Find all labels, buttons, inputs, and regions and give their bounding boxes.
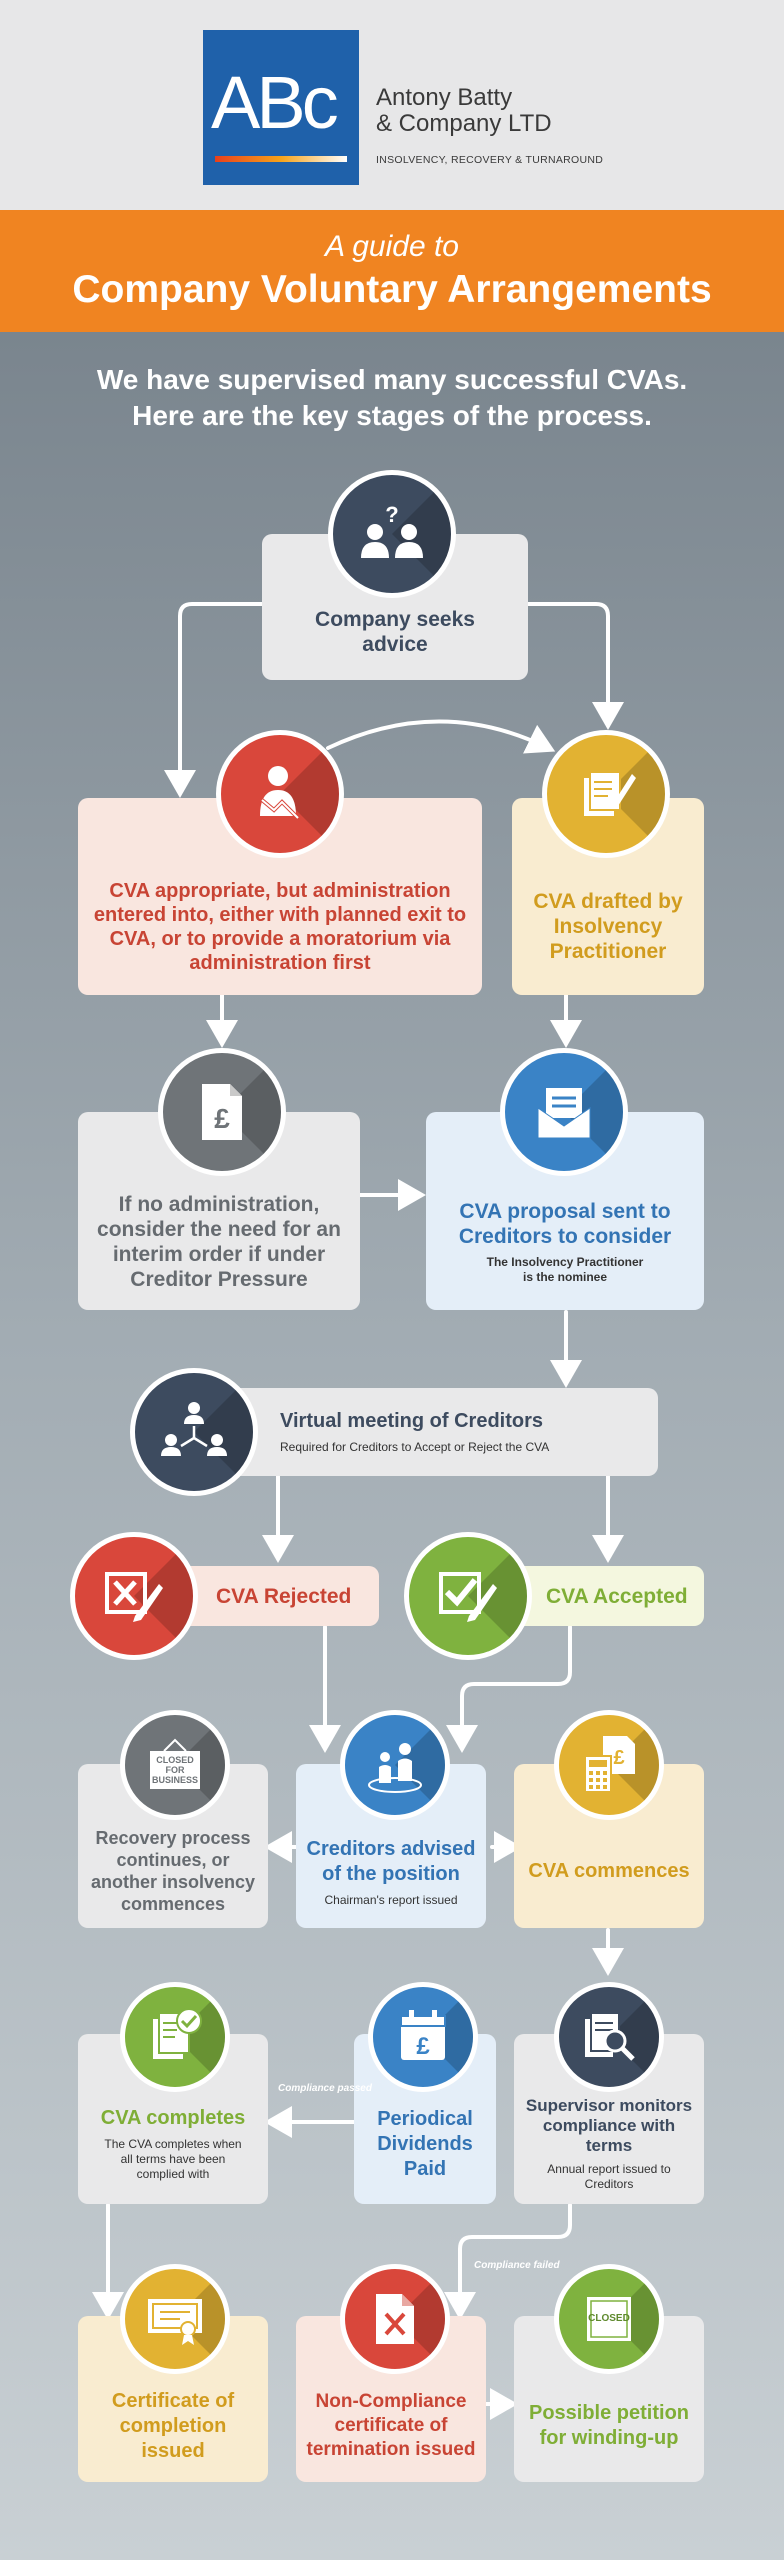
pound-document-icon: £: [158, 1048, 286, 1176]
certificate-icon: [120, 2264, 230, 2374]
stage-certificate-label: Certificate of completion issued: [111, 2389, 235, 2462]
stage-commences: CVA commences: [514, 1764, 704, 1928]
logo-text: ABc: [211, 61, 339, 144]
svg-text:?: ?: [385, 502, 398, 527]
documents-magnifier-icon: [554, 1982, 664, 2092]
svg-text:£: £: [214, 1103, 230, 1134]
stage-interim-order: If no administration, consider the need …: [78, 1112, 360, 1310]
stage-supervisor-label: Supervisor monitors compliance with term…: [525, 2096, 693, 2155]
company-subtitle: INSOLVENCY, RECOVERY & TURNAROUND: [376, 154, 604, 166]
banner-subtitle: A guide to: [325, 230, 459, 263]
stage-proposal-sent-sub: The Insolvency Practitioner is the nomin…: [486, 1255, 644, 1284]
documents-pen-icon: [542, 730, 670, 858]
document-check-icon: [120, 1982, 230, 2092]
title-banner: A guide to Company Voluntary Arrangement…: [0, 210, 784, 332]
intro-line-1: We have supervised many successful CVAs.: [96, 364, 688, 395]
stage-accepted-label: CVA Accepted: [546, 1584, 688, 1608]
stage-dividends-label: Periodical Dividends Paid: [377, 2107, 473, 2180]
closed-stamp-text: CLOSED: [588, 2313, 630, 2324]
stage-recovery-label: Recovery process continues, or another i…: [90, 1828, 256, 1914]
closed-sign-text: CLOSED FOR BUSINESS: [151, 1755, 198, 1785]
stage-petition-label: Possible petition for winding-up: [528, 2402, 690, 2449]
stage-supervisor-sub: Annual report issued to Creditors: [547, 2162, 671, 2191]
calendar-pound-icon: £: [368, 1982, 478, 2092]
svg-text:£: £: [613, 1747, 624, 1769]
network-people-icon: [130, 1368, 258, 1496]
stage-completes-sub: The CVA completes when all terms have be…: [104, 2137, 242, 2181]
people-question-icon: ?: [328, 470, 456, 598]
stage-petition: Possible petition for winding-up: [514, 2316, 704, 2482]
stage-noncompliance-label: Non-Compliance certificate of terminatio…: [306, 2391, 476, 2460]
company-name: Antony Batty & Company LTD: [376, 85, 552, 137]
stage-proposal-sent-label: CVA proposal sent to Creditors to consid…: [458, 1200, 672, 1248]
note-compliance-failed: Compliance failed: [474, 2260, 560, 2271]
intro-line-2: Here are the key stages of the process.: [132, 400, 652, 431]
svg-text:£: £: [416, 2033, 430, 2060]
closed-stamp-icon: CLOSED: [554, 2264, 664, 2374]
reject-pen-icon: [70, 1532, 198, 1660]
document-x-icon: [340, 2264, 450, 2374]
stage-virtual-meeting: Virtual meeting of Creditors Required fo…: [200, 1388, 658, 1476]
logo-bar: [215, 156, 347, 162]
note-compliance-passed: Compliance passed: [278, 2083, 372, 2094]
calculator-pound-icon: £: [554, 1710, 664, 1820]
envelope-icon: [500, 1048, 628, 1176]
stage-virtual-meeting-sub: Required for Creditors to Accept or Reje…: [280, 1440, 550, 1454]
stage-creditors-advised-sub: Chairman's report issued: [324, 1892, 458, 1907]
stage-virtual-meeting-label: Virtual meeting of Creditors: [280, 1410, 544, 1432]
stage-rejected-label: CVA Rejected: [216, 1584, 352, 1608]
stage-interim-order-label: If no administration, consider the need …: [97, 1193, 341, 1291]
banner-title: Company Voluntary Arrangements: [72, 268, 712, 311]
stage-commences-label: CVA commences: [528, 1859, 690, 1882]
stage-admin-first-label: CVA appropriate, but administration ente…: [93, 879, 467, 974]
company-logo: ABc: [203, 30, 359, 185]
stage-creditors-advised-label: Creditors advised of the position: [306, 1837, 476, 1885]
stage-seeks-advice-label: Company seeks advice: [315, 608, 475, 656]
stage-cva-drafted-label: CVA drafted by Insolvency Practitioner: [533, 890, 683, 963]
people-spotlight-icon: [340, 1710, 450, 1820]
company-name-line2: & Company LTD: [376, 110, 552, 137]
person-graph-icon: [216, 730, 344, 858]
stage-completes-label: CVA completes: [100, 2107, 246, 2129]
company-name-line1: Antony Batty: [376, 84, 513, 111]
closed-sign-icon: CLOSED FOR BUSINESS: [120, 1710, 230, 1820]
accept-pen-icon: [404, 1532, 532, 1660]
header: ABc Antony Batty & Company LTD INSOLVENC…: [0, 0, 784, 210]
